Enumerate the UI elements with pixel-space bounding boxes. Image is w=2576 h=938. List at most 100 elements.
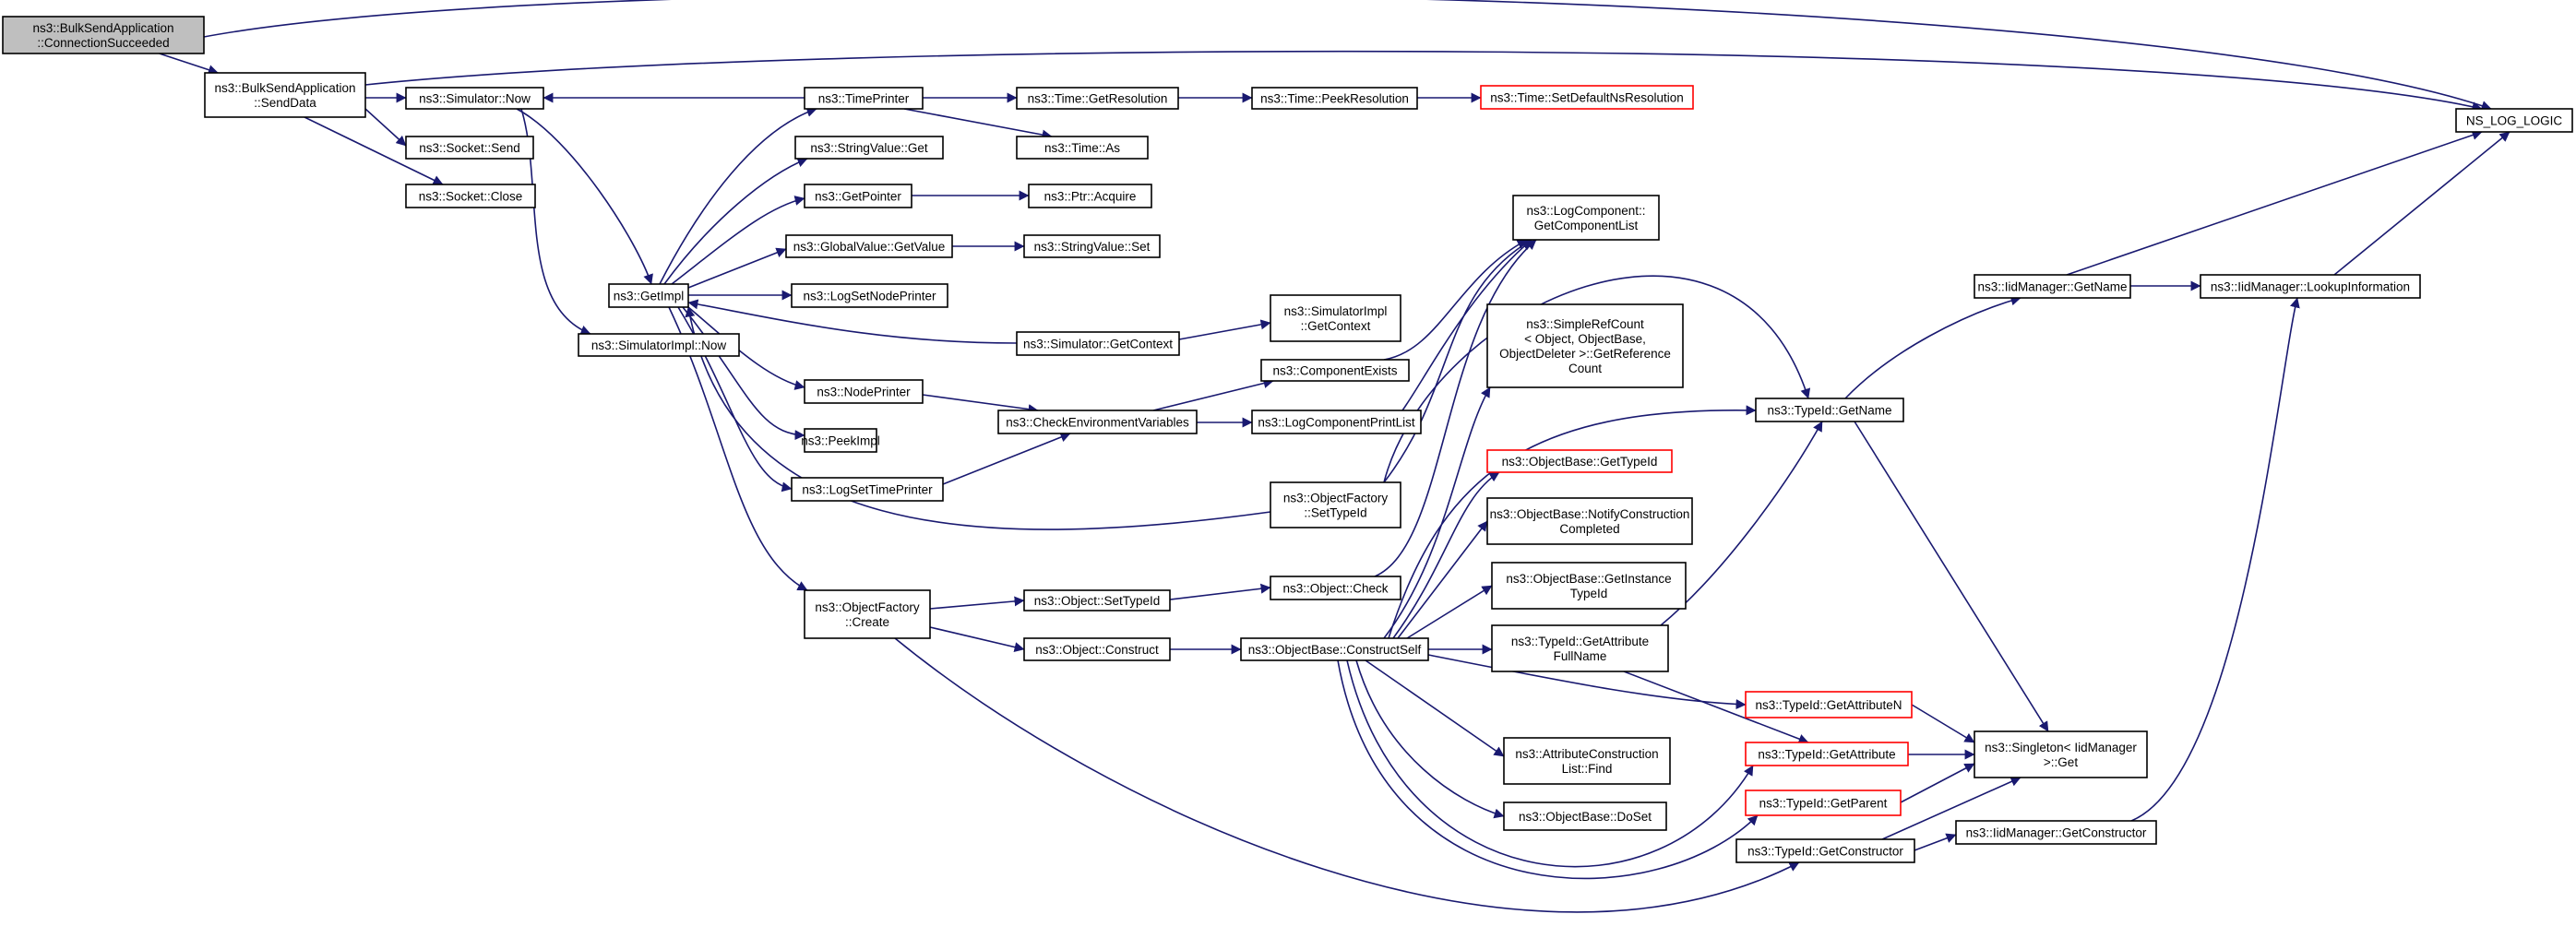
node-label: ns3::Object::Check: [1282, 582, 1388, 596]
node-label: ns3::Simulator::Now: [419, 92, 531, 106]
node-simimplctx[interactable]: ns3::SimulatorImpl::GetContext: [1270, 294, 1401, 342]
node-box: [1503, 737, 1671, 785]
node-iidgetname[interactable]: ns3::IidManager::GetName: [1974, 274, 2131, 299]
node-box: [1270, 481, 1401, 528]
node-box: [1486, 497, 1693, 545]
node-box: [1016, 87, 1179, 110]
node-gvgetvalue[interactable]: ns3::GlobalValue::GetValue: [785, 234, 953, 258]
node-tidgetattrn[interactable]: ns3::TypeId::GetAttributeN: [1745, 691, 1913, 718]
node-simplerefcount[interactable]: ns3::SimpleRefCount< Object, ObjectBase,…: [1486, 303, 1684, 388]
edge-ofcreate-to-tidgetctor: [894, 637, 1800, 913]
node-box: [204, 72, 366, 118]
node-ofsettype[interactable]: ns3::ObjectFactory::SetTypeId: [1270, 481, 1401, 528]
node-obgettypeid[interactable]: ns3::ObjectBase::GetTypeId: [1486, 449, 1673, 473]
node-nodeprinter[interactable]: ns3::NodePrinter: [804, 379, 924, 404]
node-getpointer[interactable]: ns3::GetPointer: [804, 184, 912, 208]
node-tidgetattr[interactable]: ns3::TypeId::GetAttribute: [1745, 742, 1909, 766]
node-label: ns3::ObjectBase::GetInstance: [1506, 572, 1671, 586]
node-label: ns3::SimulatorImpl: [1284, 304, 1388, 318]
node-objcheck[interactable]: ns3::Object::Check: [1270, 576, 1401, 600]
node-getimpl[interactable]: ns3::GetImpl: [608, 283, 689, 308]
node-box: [1260, 359, 1410, 382]
node-box: [791, 283, 948, 308]
node-socksend[interactable]: ns3::Socket::Send: [405, 136, 534, 160]
node-obconstructself[interactable]: ns3::ObjectBase::ConstructSelf: [1240, 637, 1429, 661]
node-box: [997, 410, 1198, 434]
node-setdefaultns[interactable]: ns3::Time::SetDefaultNsResolution: [1480, 85, 1694, 110]
node-obdoset[interactable]: ns3::ObjectBase::DoSet: [1503, 801, 1667, 831]
node-iidlookup[interactable]: ns3::IidManager::LookupInformation: [2200, 274, 2421, 299]
node-box: [1755, 398, 1904, 422]
node-label: ns3::GetPointer: [815, 190, 901, 204]
node-timeprinter[interactable]: ns3::TimePrinter: [804, 87, 924, 110]
node-label: TypeId: [1570, 587, 1608, 600]
node-singletonget[interactable]: ns3::Singleton< IidManager>::Get: [1974, 730, 2148, 778]
node-label: ns3::StringValue::Get: [810, 141, 928, 155]
node-root[interactable]: ns3::BulkSendApplication::ConnectionSucc…: [2, 16, 205, 54]
node-simnow[interactable]: ns3::Simulator::Now: [405, 87, 544, 110]
node-obnotify[interactable]: ns3::ObjectBase::NotifyConstructionCompl…: [1486, 497, 1693, 545]
node-timepeekres[interactable]: ns3::Time::PeekResolution: [1251, 87, 1418, 110]
node-iidgetctor[interactable]: ns3::IidManager::GetConstructor: [1955, 820, 2157, 845]
node-box: [1955, 820, 2157, 845]
node-logcomplist[interactable]: ns3::LogComponent::GetComponentList: [1512, 195, 1660, 241]
node-simimplnow[interactable]: ns3::SimulatorImpl::Now: [578, 333, 740, 357]
edge-getimpl-to-getpointer: [671, 196, 805, 285]
node-box: [804, 87, 924, 110]
node-checkenv[interactable]: ns3::CheckEnvironmentVariables: [997, 410, 1198, 434]
node-tidgetname[interactable]: ns3::TypeId::GetName: [1755, 398, 1904, 422]
node-label: ns3::AttributeConstruction: [1515, 747, 1658, 761]
node-label: NS_LOG_LOGIC: [2466, 114, 2563, 128]
edge-logsettime-to-checkenv: [942, 432, 1071, 485]
node-label: ns3::ComponentExists: [1272, 364, 1397, 378]
node-objconstruct[interactable]: ns3::Object::Construct: [1023, 637, 1171, 661]
node-timegetres[interactable]: ns3::Time::GetResolution: [1016, 87, 1179, 110]
node-nsloglogic[interactable]: NS_LOG_LOGIC: [2455, 108, 2573, 133]
edge-getimpl-to-nodeprinter: [687, 306, 805, 390]
node-logsetnode[interactable]: ns3::LogSetNodePrinter: [791, 283, 948, 308]
node-label: ns3::Singleton< IidManager: [1985, 741, 2137, 754]
node-timeas[interactable]: ns3::Time::As: [1016, 136, 1149, 160]
node-sockclose[interactable]: ns3::Socket::Close: [405, 184, 536, 208]
node-logsettime[interactable]: ns3::LogSetTimePrinter: [791, 477, 944, 502]
edge-tidgetname-to-iidgetname: [1844, 295, 2021, 399]
node-label: ns3::TypeId::GetName: [1767, 404, 1891, 418]
node-label: ns3::TypeId::GetParent: [1759, 797, 1888, 811]
node-box: [1028, 184, 1152, 208]
edge-getimpl-to-timeprinter: [659, 107, 817, 285]
node-box: [1491, 562, 1687, 610]
node-senddata[interactable]: ns3::BulkSendApplication::SendData: [204, 72, 366, 118]
node-box: [791, 477, 944, 502]
node-simgetctx[interactable]: ns3::Simulator::GetContext: [1016, 331, 1180, 356]
node-box: [578, 333, 740, 357]
node-stringset[interactable]: ns3::StringValue::Set: [1023, 234, 1161, 258]
node-label: ::GetContext: [1301, 319, 1371, 333]
node-stringget[interactable]: ns3::StringValue::Get: [794, 136, 944, 160]
node-label: ns3::GlobalValue::GetValue: [793, 240, 946, 254]
node-ptracquire[interactable]: ns3::Ptr::Acquire: [1028, 184, 1152, 208]
edge-obconstructself-to-attrconsfind: [1365, 659, 1505, 757]
node-objsettype[interactable]: ns3::Object::SetTypeId: [1023, 589, 1171, 611]
node-compexists[interactable]: ns3::ComponentExists: [1260, 359, 1410, 382]
node-label: ::Create: [845, 615, 889, 629]
edge-obconstructself-to-obdoset: [1355, 659, 1505, 819]
node-label: ns3::LogComponentPrintList: [1258, 416, 1415, 430]
node-label: FullName: [1554, 649, 1607, 663]
node-box: [1491, 624, 1669, 672]
edge-root-to-nsloglogic: [203, 0, 2492, 111]
node-tidgetparent[interactable]: ns3::TypeId::GetParent: [1745, 790, 1902, 816]
edge-senddata-to-sockclose: [304, 116, 444, 185]
node-logcompprint[interactable]: ns3::LogComponentPrintList: [1251, 410, 1422, 434]
edge-obconstructself-to-tidgetattr: [1346, 659, 1754, 868]
node-box: [405, 87, 544, 110]
edge-tidgetparent-to-singletonget: [1900, 763, 1975, 803]
edge-objcheck-to-logcomplist: [1374, 239, 1537, 577]
node-ofcreate[interactable]: ns3::ObjectFactory::Create: [804, 589, 931, 639]
edge-compexists-to-logcomplist: [1383, 239, 1528, 361]
node-label: ns3::SimulatorImpl::Now: [591, 338, 727, 352]
node-tidgetctor[interactable]: ns3::TypeId::GetConstructor: [1735, 838, 1915, 863]
node-peekimpl[interactable]: ns3::PeekImpl: [801, 428, 880, 453]
